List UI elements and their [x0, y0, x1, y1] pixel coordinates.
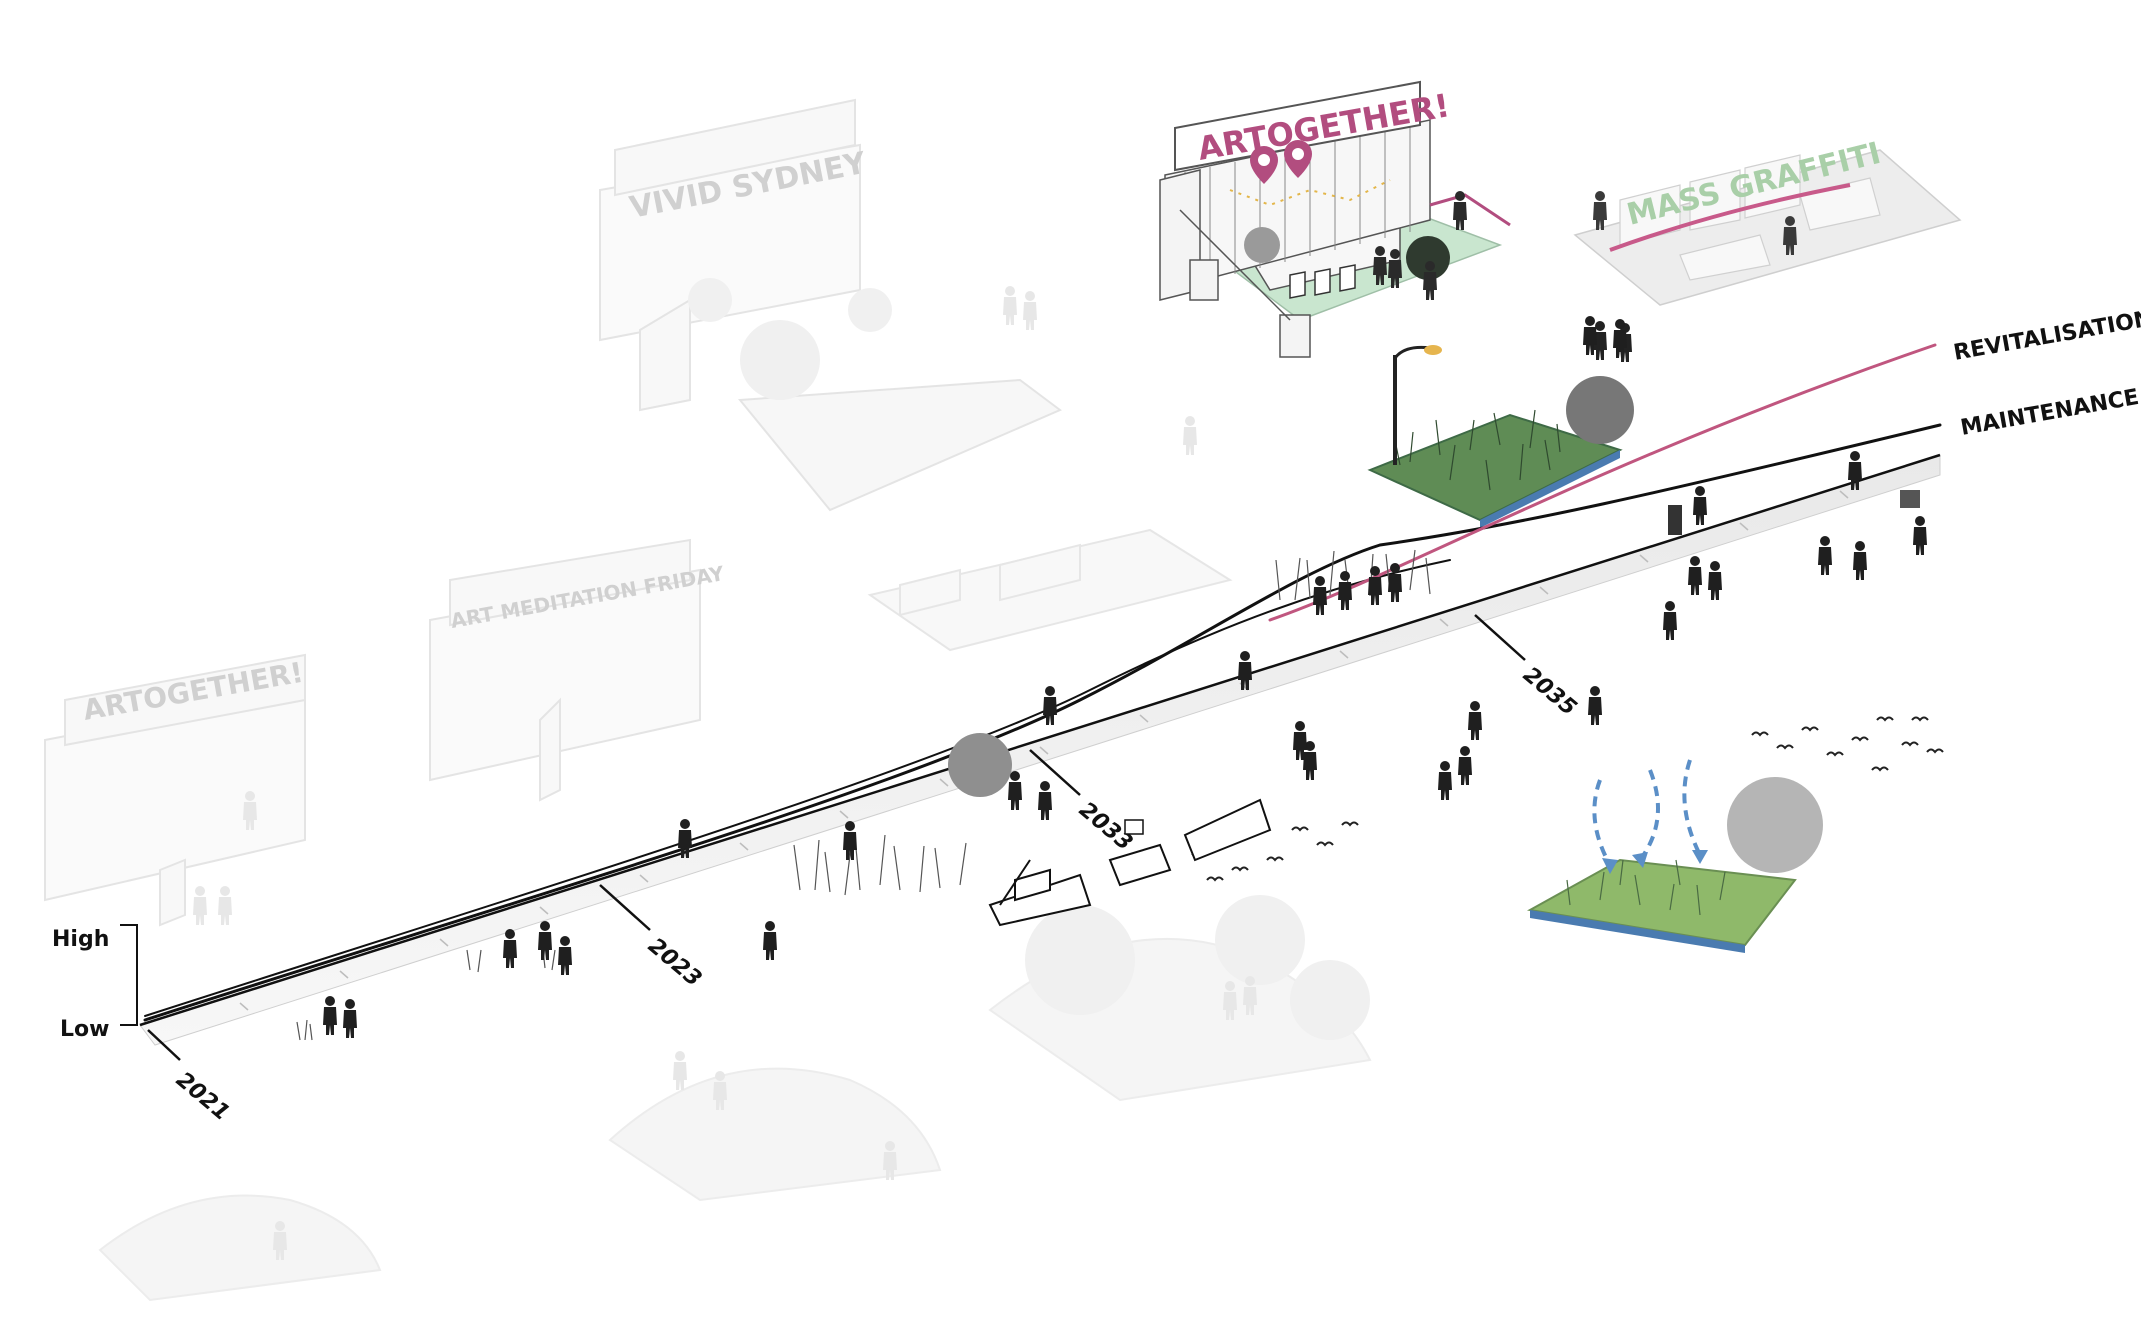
trend-curves — [143, 343, 1942, 1022]
planting-bed-scene — [1367, 321, 1634, 528]
timeline-road — [139, 453, 1941, 1061]
tree-plaza-grey — [1244, 227, 1280, 263]
person-right-b — [1688, 556, 1702, 595]
rain-garden-grasses — [1566, 859, 1726, 916]
streetlight-lamp — [1424, 345, 1442, 355]
billboard-panel — [1174, 80, 1421, 172]
revitalisation-label: REVITALISATION — [1952, 306, 2141, 366]
sign-post — [1124, 819, 1144, 835]
year-2023: 2023 — [643, 933, 706, 992]
mass-graffiti-scene: MASS GRAFFITI — [1573, 136, 1962, 306]
person-cluster-a — [1313, 576, 1327, 615]
sculpture-plinth-right — [1900, 490, 1920, 508]
road-ticks — [239, 490, 1849, 1011]
graffiti-pink-stripe — [1609, 183, 1851, 252]
person-2023-b — [558, 936, 572, 975]
person-2021-b — [343, 999, 357, 1038]
year-markers — [147, 614, 1526, 1061]
person-2023-c — [538, 921, 552, 960]
bed-grasses — [1394, 409, 1561, 491]
rain-garden-edge — [1530, 910, 1745, 953]
person-right-a — [1663, 601, 1677, 640]
vertical-scale: High Low — [52, 924, 138, 1042]
artogether-faded-scene — [44, 653, 306, 927]
faded-scenes — [44, 98, 1372, 1302]
person-mid-b — [763, 921, 777, 960]
person-right-g — [1913, 516, 1927, 555]
bed-tree — [1566, 376, 1634, 444]
pedestal-right — [1279, 314, 1311, 358]
scale-high: High — [52, 927, 109, 952]
tree-2033 — [948, 733, 1012, 797]
mass-graffiti-faded-scene — [867, 528, 1233, 652]
person-mid-i — [1468, 701, 1482, 740]
person-right-f — [1853, 541, 1867, 580]
rain-arrows — [1592, 759, 1702, 866]
vivid-sydney-scene — [599, 98, 1062, 512]
person-cluster-d — [1388, 563, 1402, 602]
art-meditation-scene — [429, 538, 701, 802]
year-2021: 2021 — [171, 1067, 234, 1126]
ramp-rail — [1429, 193, 1511, 227]
scale-low: Low — [60, 1017, 109, 1042]
easels — [1289, 264, 1356, 299]
artogether-active-scene: ARTOGETHER! — [1159, 80, 1511, 358]
maintenance-curve-b — [144, 559, 1451, 1017]
scale-bracket — [120, 924, 138, 1026]
construction-machinery — [988, 798, 1272, 927]
person-2033-c — [1043, 686, 1057, 725]
rain-garden-bed — [1526, 858, 1797, 947]
person-mid-g — [1438, 761, 1452, 800]
person-mid-h — [1458, 746, 1472, 785]
road-edge — [139, 453, 1941, 1027]
maintenance-curve — [143, 423, 1942, 1022]
rain-garden-tree — [1727, 777, 1823, 873]
person-2021-a — [323, 996, 337, 1035]
tree-plaza — [1406, 236, 1450, 280]
maintenance-label: MAINTENANCE — [1959, 385, 2141, 441]
rain-garden-scene — [1526, 759, 1823, 953]
person-cluster-b — [1338, 571, 1352, 610]
string-lights — [1229, 179, 1391, 207]
person-right-c — [1708, 561, 1722, 600]
person-2035-a — [1588, 686, 1602, 725]
grass-clusters — [296, 549, 1431, 1041]
person-right-d — [1693, 486, 1707, 525]
revitalisation-curve — [1268, 343, 1937, 622]
faded-trees — [688, 278, 1370, 1040]
person-2033-b — [1008, 771, 1022, 810]
person-cluster-c — [1368, 566, 1382, 605]
planting-bed-edge — [1480, 450, 1620, 528]
person-2033-a — [1038, 781, 1052, 820]
location-pins — [1250, 140, 1312, 184]
year-labels: 2021 2023 2033 2035 — [171, 662, 1581, 1126]
person-2023-a — [503, 929, 517, 968]
ramp-line — [1179, 209, 1291, 321]
rain-arrowheads — [1602, 850, 1708, 874]
person-right-e — [1818, 536, 1832, 575]
pedestal-left — [1189, 259, 1219, 301]
year-2035: 2035 — [1518, 662, 1581, 721]
sculpture-plinth — [1668, 505, 1682, 535]
